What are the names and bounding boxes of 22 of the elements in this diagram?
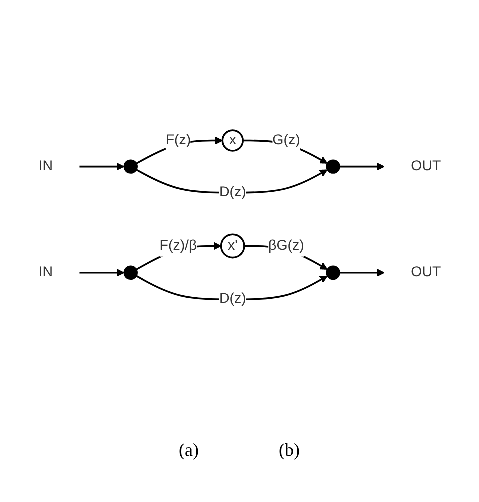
arrow xyxy=(340,268,384,277)
node-circle: x' xyxy=(220,234,245,258)
node-text: IN xyxy=(38,264,53,280)
arrow xyxy=(79,268,124,277)
arrow xyxy=(79,162,124,171)
arrow xyxy=(340,162,384,171)
edge-label: βG(z) xyxy=(268,238,304,254)
edge-label: D(z) xyxy=(218,291,246,307)
node-circle xyxy=(123,266,138,280)
node-circle: x xyxy=(221,129,244,152)
edge-label: D(z) xyxy=(218,184,246,200)
panel-caption: (b) xyxy=(278,440,300,461)
node-circle xyxy=(123,160,138,174)
node-circle xyxy=(326,266,340,280)
edge-label: F(z)/β xyxy=(159,238,197,254)
node-text: OUT xyxy=(410,158,441,174)
node-text: OUT xyxy=(410,264,441,280)
edge-label: F(z) xyxy=(165,132,191,148)
edge-label: G(z) xyxy=(272,132,300,148)
node-circle xyxy=(326,160,340,174)
panel-caption: (a) xyxy=(179,440,199,461)
node-text: IN xyxy=(38,158,53,174)
